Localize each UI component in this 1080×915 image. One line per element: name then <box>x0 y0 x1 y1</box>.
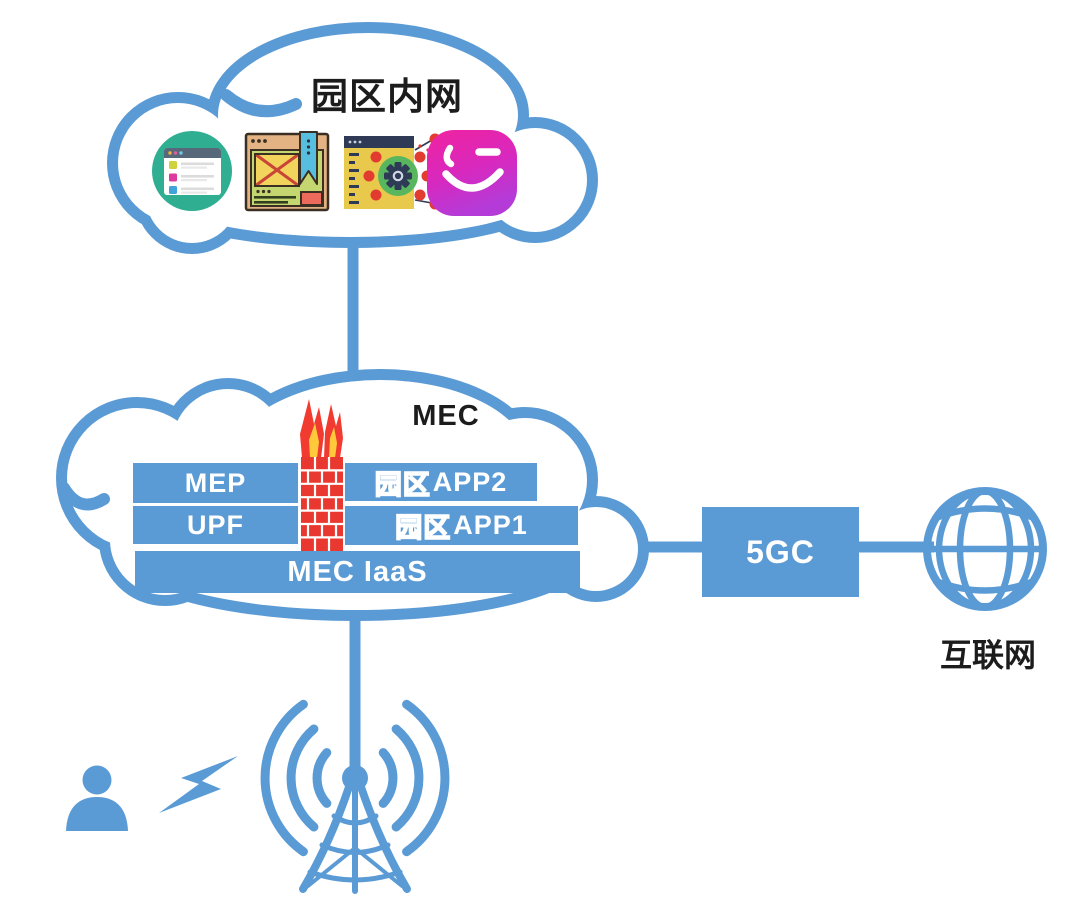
internet-label: 互联网 <box>939 637 1036 673</box>
smiley-app-icon <box>427 130 517 216</box>
campus-app1-cjk-label: 园区 <box>394 512 452 544</box>
campus-app1-latin-label: APP1 <box>453 510 528 540</box>
tower-lattice <box>299 783 411 894</box>
campus-cloud-label: 园区内网 <box>311 76 463 117</box>
app-list-icon <box>152 131 232 211</box>
mep-box: MEP <box>133 463 298 503</box>
campus-app2-latin-label: APP2 <box>432 466 508 497</box>
user-icon <box>66 765 128 831</box>
firewall-bricks <box>301 457 343 551</box>
lightning-icon <box>159 756 238 813</box>
internet-globe-icon <box>923 487 1047 611</box>
5gc-box: 5GC <box>702 507 859 597</box>
mec-cloud-label: MEC <box>412 400 480 432</box>
code-gear-icon <box>344 133 441 210</box>
cloud-curl-detail <box>58 482 110 511</box>
base-station-icon <box>260 699 450 894</box>
webpage-icon <box>244 131 330 212</box>
upf-box: UPF <box>133 506 298 544</box>
radio-waves <box>260 699 450 857</box>
firewall-icon <box>300 399 343 551</box>
campus-app2-cjk-label: 园区 <box>374 469 431 501</box>
cloud-curl-detail <box>220 89 302 118</box>
firewall-flames <box>300 399 343 458</box>
mec-iaas-box: MEC IaaS <box>135 551 580 593</box>
